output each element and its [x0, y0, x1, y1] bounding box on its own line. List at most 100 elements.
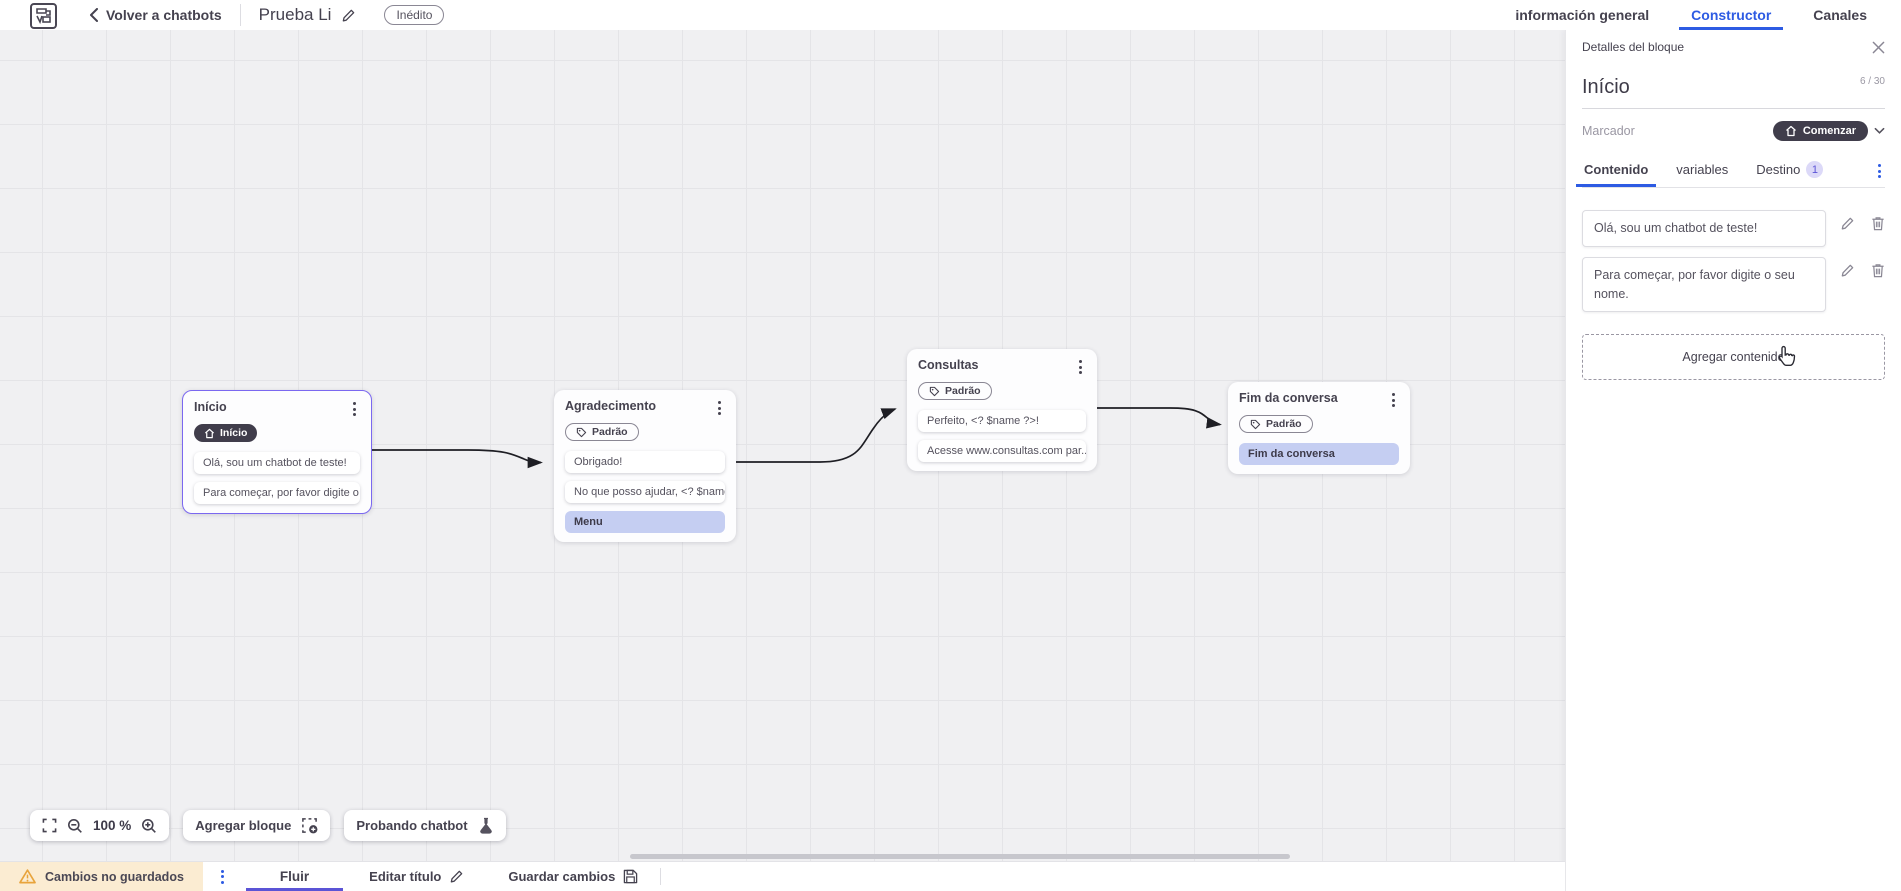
pencil-icon [343, 9, 355, 21]
tag-icon [1250, 419, 1261, 429]
tab-label: Destino [1756, 162, 1801, 177]
tag-icon [576, 427, 587, 437]
tab-fluir[interactable]: Fluir [242, 862, 347, 891]
unsaved-changes-warning: Cambios no guardados [0, 862, 203, 891]
edit-content-button[interactable] [1840, 216, 1855, 231]
block-name-field[interactable]: Início 6 / 30 [1582, 76, 1885, 109]
node-tag-label: Padrão [1266, 418, 1302, 430]
node-message-item[interactable]: Para começar, por favor digite o ... [194, 481, 360, 504]
edit-flow-title-button[interactable]: Editar título [347, 862, 486, 891]
magnifier-minus-icon [68, 818, 82, 833]
status-badge: Inédito [384, 5, 445, 25]
edit-content-button[interactable] [1840, 263, 1855, 278]
destino-count-badge: 1 [1806, 161, 1824, 178]
node-tag-inicio: Início [194, 424, 258, 442]
zoom-in-button[interactable] [141, 818, 157, 834]
content-message[interactable]: Olá, sou um chatbot de teste! [1582, 210, 1826, 247]
top-header: Volver a chatbots Prueba Li Inédito info… [0, 0, 1901, 30]
tab-constructor[interactable]: Constructor [1679, 0, 1784, 30]
panel-header: Detalles del bloque [1566, 30, 1901, 62]
node-message-item[interactable]: Acesse www.consultas.com par... [918, 439, 1086, 462]
warning-text: Cambios no guardados [45, 869, 184, 884]
node-tag-padrao: Padrão [918, 382, 992, 400]
tab-label: Contenido [1584, 162, 1649, 177]
node-consultas[interactable]: Consultas Padrão Perfeito, <? $name ?>! … [907, 349, 1097, 471]
edit-title-button[interactable] [341, 8, 356, 23]
node-fim-da-conversa[interactable]: Fim da conversa Padrão Fim da conversa [1228, 382, 1410, 474]
tab-contenido[interactable]: Contenido [1575, 156, 1657, 187]
tab-informacion-general[interactable]: información general [1515, 7, 1650, 23]
marker-row: Marcador Comenzar [1582, 121, 1885, 141]
save-icon [624, 869, 638, 884]
chatbot-title: Prueba Li [258, 5, 332, 24]
node-menu-button[interactable] [349, 400, 360, 418]
bottom-statusbar: Cambios no guardados Fluir Editar título… [0, 861, 1565, 891]
pencil-icon [1841, 264, 1854, 277]
content-message[interactable]: Para começar, por favor digite o seu nom… [1582, 256, 1826, 313]
flask-icon [479, 817, 492, 834]
trash-icon [1872, 264, 1884, 277]
node-menu-button[interactable] [1075, 358, 1086, 376]
fit-screen-button[interactable] [42, 818, 57, 833]
panel-options-button[interactable] [1874, 162, 1885, 180]
pencil-icon [451, 870, 463, 883]
marker-select[interactable]: Comenzar [1772, 121, 1885, 141]
delete-content-button[interactable] [1871, 263, 1885, 278]
node-inicio[interactable]: Início Início Olá, sou um chatbot de tes… [182, 390, 372, 514]
zoom-controls: 100 % [30, 810, 170, 841]
tag-icon [929, 386, 940, 396]
flow-options-button[interactable] [203, 862, 242, 891]
tab-variables[interactable]: variables [1674, 156, 1730, 186]
top-tabs: información general Constructor Canales [1511, 0, 1871, 30]
edge-agradecimento-consultas [736, 408, 897, 463]
block-name: Início [1582, 76, 1630, 98]
warning-icon [19, 869, 36, 884]
content-row: Para começar, por favor digite o seu nom… [1582, 256, 1887, 313]
content-row: Olá, sou um chatbot de teste! [1582, 210, 1887, 247]
edge-inicio-agradecimento [372, 449, 543, 469]
logo-glyph [36, 8, 51, 24]
app-logo-icon[interactable] [30, 3, 57, 29]
node-menu-button[interactable] [1388, 391, 1399, 409]
marker-value-pill[interactable]: Comenzar [1772, 121, 1868, 141]
node-message-item[interactable]: Perfeito, <? $name ?>! [918, 409, 1086, 432]
node-message-item[interactable]: Olá, sou um chatbot de teste! [194, 451, 360, 474]
node-tag-padrao: Padrão [1239, 415, 1313, 433]
close-icon [1872, 41, 1885, 53]
node-tag-label: Padrão [592, 426, 628, 438]
add-block-button[interactable]: Agregar bloque [183, 810, 331, 841]
zoom-out-button[interactable] [67, 818, 83, 834]
char-counter: 6 / 30 [1859, 76, 1885, 87]
flow-canvas[interactable]: Início Início Olá, sou um chatbot de tes… [0, 30, 1565, 861]
node-header: Agradecimento [565, 399, 725, 417]
back-to-chatbots[interactable]: Volver a chatbots [89, 7, 222, 23]
pencil-icon [1841, 217, 1854, 230]
chevron-left-icon [90, 8, 98, 22]
edit-title-label: Editar título [369, 869, 442, 884]
block-details-panel: Detalles del bloque Início 6 / 30 Marcad… [1565, 30, 1901, 891]
node-menu-item[interactable]: Menu [565, 510, 725, 533]
node-menu-button[interactable] [714, 399, 725, 417]
trash-icon [1872, 217, 1884, 231]
close-panel-button[interactable] [1872, 41, 1885, 54]
node-title: Consultas [918, 358, 979, 372]
node-message-item[interactable]: Obrigado! [565, 450, 725, 473]
statusbar-divider [660, 868, 662, 885]
delete-content-button[interactable] [1871, 216, 1885, 231]
tab-canales[interactable]: Canales [1813, 7, 1867, 23]
node-tag-label: Início [220, 427, 248, 439]
magnifier-plus-icon [142, 818, 157, 833]
test-chatbot-button[interactable]: Probando chatbot [344, 810, 506, 841]
home-icon [1785, 125, 1796, 137]
save-changes-button[interactable]: Guardar cambios [486, 862, 660, 891]
add-content-button[interactable]: Agregar contenido [1582, 334, 1885, 381]
node-title: Início [194, 400, 227, 414]
node-title: Agradecimento [565, 399, 656, 413]
header-divider [239, 4, 241, 26]
node-message-item[interactable]: No que posso ajudar, <? $name ... [565, 480, 725, 503]
node-end-item[interactable]: Fim da conversa [1239, 442, 1399, 465]
horizontal-scrollbar[interactable] [630, 854, 1290, 859]
node-agradecimento[interactable]: Agradecimento Padrão Obrigado! No que po… [554, 390, 736, 542]
tab-destino[interactable]: Destino 1 [1754, 155, 1825, 187]
node-header: Fim da conversa [1239, 391, 1399, 409]
